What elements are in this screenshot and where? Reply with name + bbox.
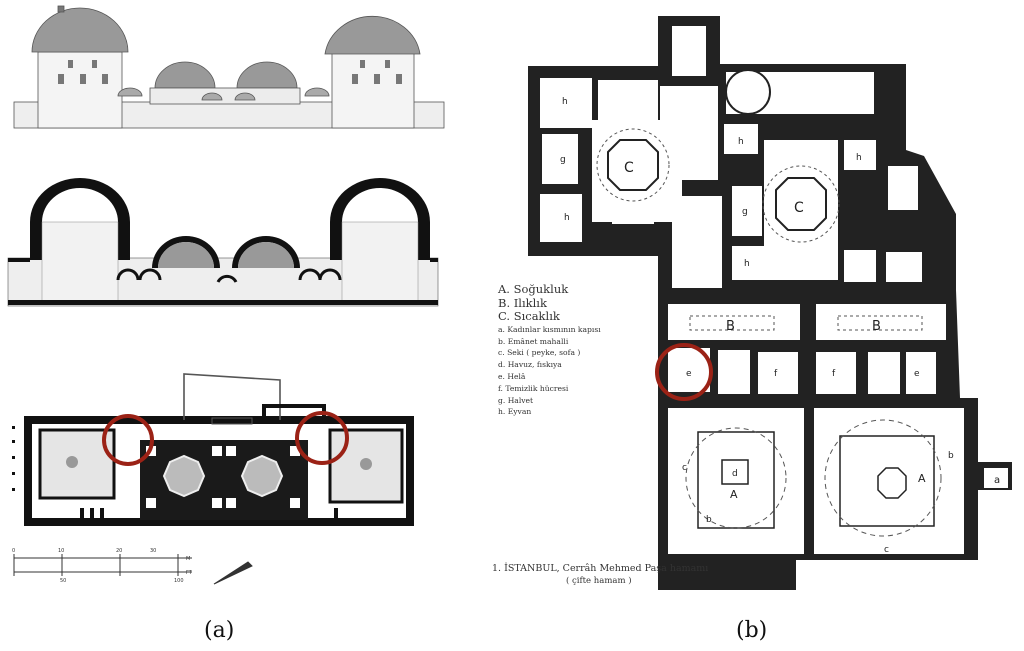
room-label-g: g xyxy=(742,207,748,217)
caption-a: (a) xyxy=(204,618,235,643)
room-label-b: b xyxy=(948,451,954,461)
room-label-d: d xyxy=(732,469,738,479)
legend-minor-item: e. Helâ xyxy=(498,371,526,381)
legend-minor-item: g. Halvet xyxy=(498,395,534,405)
legend-minor-item: f. Temizlik hücresi xyxy=(498,383,569,393)
legend-minor-item: c. Seki ( peyke, sofa ) xyxy=(498,348,581,358)
scale-label: 100 xyxy=(174,578,184,584)
highlight-circle-left xyxy=(102,414,154,466)
floor-plan-b xyxy=(528,16,1012,590)
legend-major-item: B. Ilıklık xyxy=(498,295,547,310)
room-label-h: h xyxy=(856,153,862,163)
room-label-e: e xyxy=(686,369,692,379)
room-label-a: a xyxy=(994,475,1000,486)
legend-major-item: A. Soğukluk xyxy=(498,282,569,296)
room-label-h: h xyxy=(744,259,750,269)
scale-label: FT xyxy=(186,570,193,576)
scale-label: 0 xyxy=(12,548,15,554)
caption-b: (b) xyxy=(736,618,768,643)
scale-labels: 0 10 20 30 M 50 100 FT xyxy=(12,548,193,584)
scale-label: 50 xyxy=(60,578,66,584)
room-label-B: B xyxy=(726,319,735,334)
room-label-g: g xyxy=(560,155,566,165)
room-label-h: h xyxy=(564,213,570,223)
room-label-B: B xyxy=(872,319,881,334)
room-label-A: A xyxy=(918,472,926,485)
room-label-f: f xyxy=(832,369,836,379)
elevation-drawing xyxy=(13,5,445,129)
scale-label: M xyxy=(186,556,190,562)
scale-bar xyxy=(13,554,253,585)
room-label-c: c xyxy=(682,463,687,473)
plan-subtitle: ( çifte hamam ) xyxy=(566,576,632,586)
floor-plan-a xyxy=(12,373,414,526)
scale-label: 30 xyxy=(150,548,156,554)
room-label-C: C xyxy=(624,160,634,176)
room-label-f: f xyxy=(774,369,778,379)
room-label-h: h xyxy=(562,97,568,107)
room-label-b: b xyxy=(706,515,712,525)
room-label-C: C xyxy=(794,200,804,216)
legend-minor-item: h. Eyvan xyxy=(498,407,532,417)
room-label-c: c xyxy=(884,545,889,555)
room-label-e: e xyxy=(914,369,920,379)
legend-major-item: C. Sıcaklık xyxy=(498,309,560,324)
room-label-h: h xyxy=(738,137,744,147)
plan-title: 1. İSTANBUL, Cerrâh Mehmed Paşa hamamı xyxy=(492,563,709,574)
legend-minor-item: d. Havuz, fıskıya xyxy=(498,360,562,370)
highlight-circle-plan-b xyxy=(655,343,713,401)
legend-minor-item: a. Kadınlar kısmının kapısı xyxy=(498,324,601,334)
legend-minor-item: b. Emânet mahalli xyxy=(498,336,569,346)
room-label-A: A xyxy=(730,488,738,501)
scale-label: 20 xyxy=(116,548,122,554)
room-labels: C C B B A A a b b c c d e e f f g g h h … xyxy=(560,97,1000,555)
scale-label: 10 xyxy=(58,548,64,554)
section-drawing xyxy=(7,178,439,307)
plan-legend: A. Soğukluk B. Ilıklık C. Sıcaklık a. Ka… xyxy=(498,282,601,418)
highlight-circle-right xyxy=(295,411,349,465)
